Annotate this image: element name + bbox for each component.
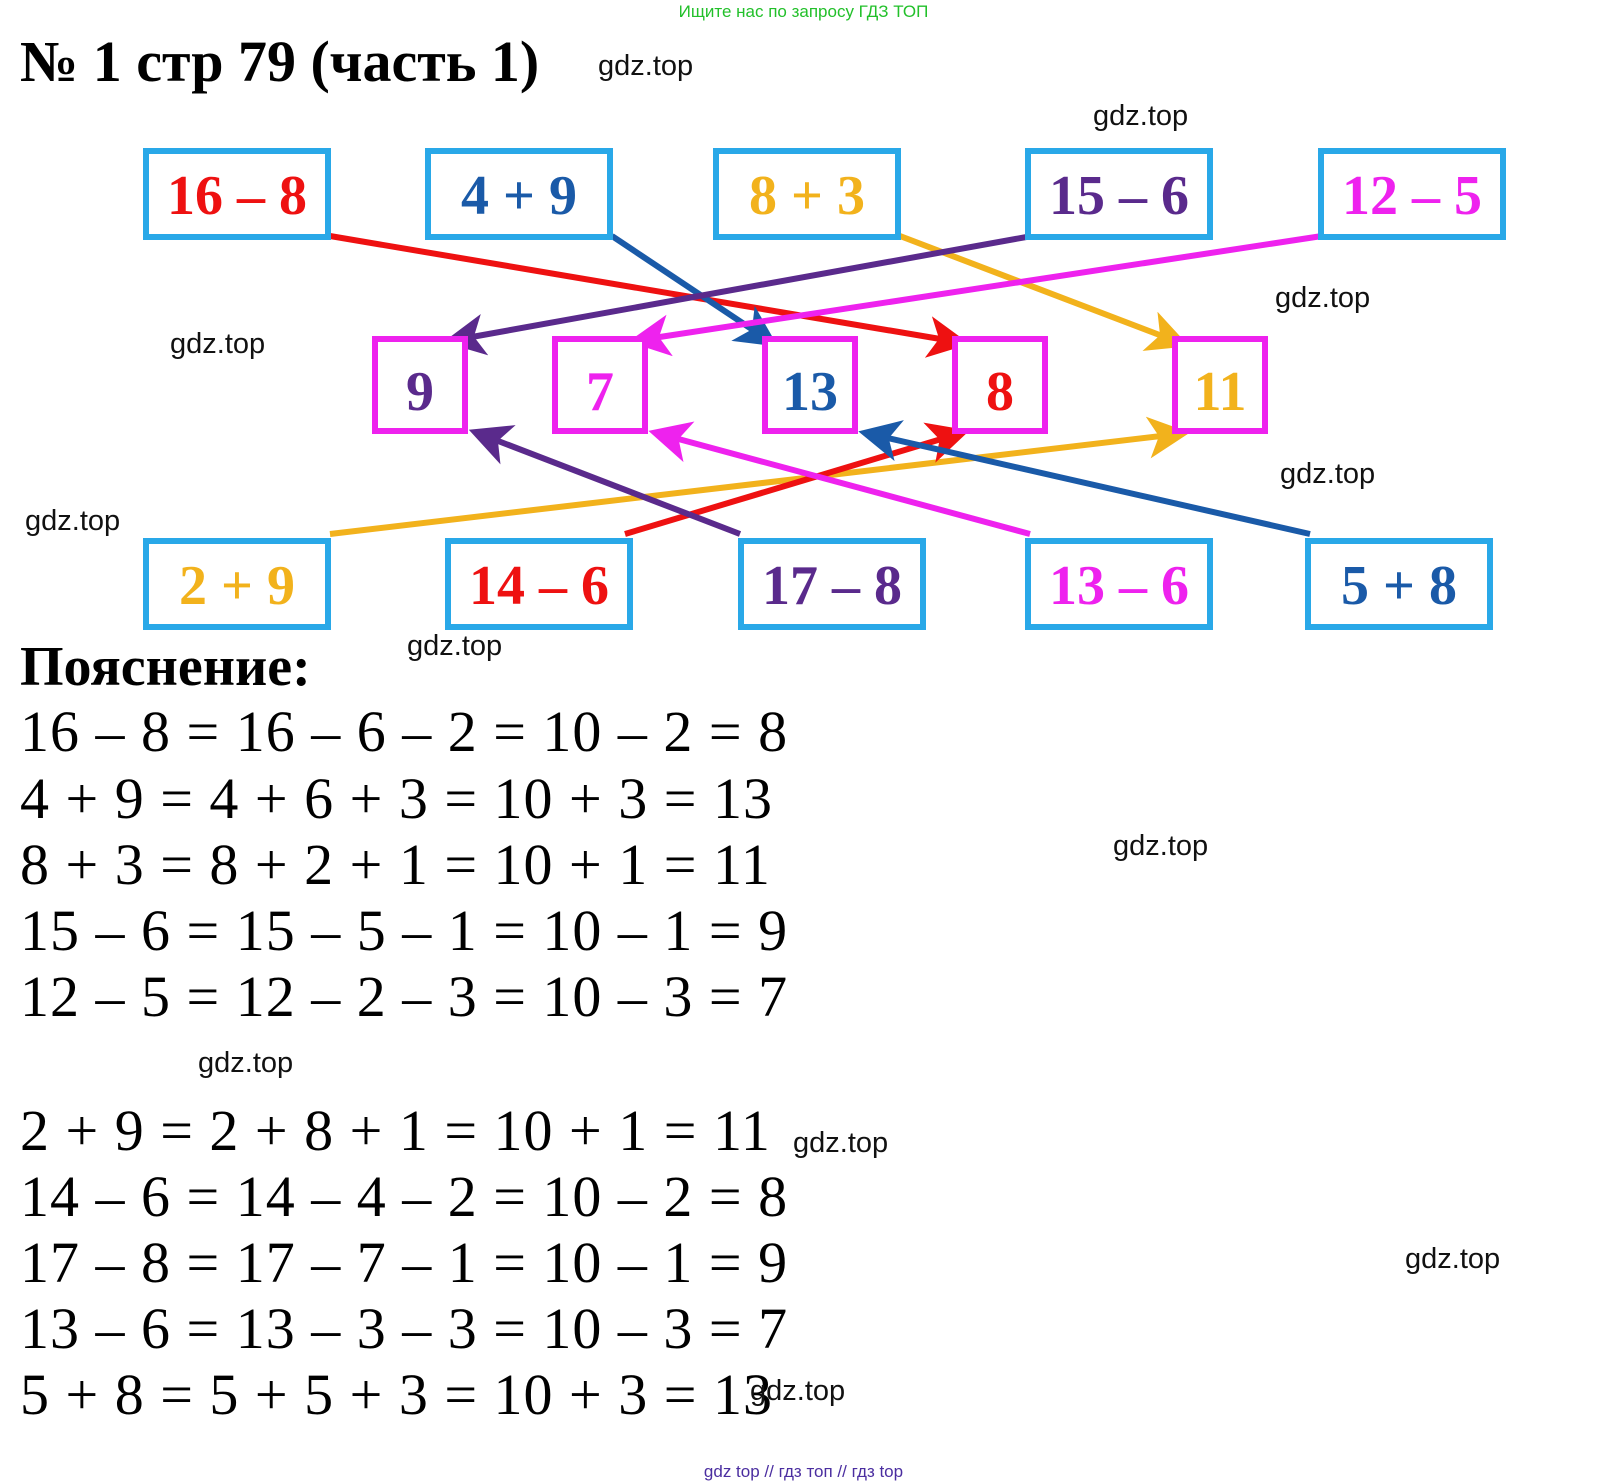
answer-box: 9 — [372, 336, 468, 434]
watermark: gdz.top — [170, 328, 266, 360]
arrow-2-9-to-11 — [329, 416, 1190, 537]
watermark: gdz.top — [793, 1127, 889, 1159]
equation-line: 14 – 6 = 14 – 4 – 2 = 10 – 2 = 8 — [20, 1164, 789, 1229]
watermark: gdz.top — [1113, 830, 1209, 862]
watermark: gdz.top — [198, 1047, 294, 1079]
arrow-13-6-to-7 — [648, 421, 1031, 537]
watermark: gdz.top — [1275, 282, 1371, 314]
watermark: gdz.top — [407, 630, 503, 662]
answer-box: 13 — [762, 336, 858, 434]
bottom-expression-box: 13 – 6 — [1025, 538, 1213, 630]
arrow-5-8-to-13 — [858, 420, 1311, 537]
equation-line: 4 + 9 = 4 + 6 + 3 = 10 + 3 = 13 — [20, 766, 773, 831]
equation-line: 17 – 8 = 17 – 7 – 1 = 10 – 1 = 9 — [20, 1230, 789, 1295]
answer-box: 11 — [1172, 336, 1268, 434]
explanation-title: Пояснение: — [20, 636, 311, 698]
top-expression-box: 4 + 9 — [425, 148, 613, 240]
arrow-12-5-to-7 — [628, 233, 1323, 357]
watermark: gdz.top — [598, 50, 694, 82]
arrow-15-6-to-9 — [443, 233, 1033, 356]
bottom-expression-box: 5 + 8 — [1305, 538, 1493, 630]
top-expression-box: 8 + 3 — [713, 148, 901, 240]
watermark: gdz.top — [25, 505, 121, 537]
top-expression-box: 16 – 8 — [143, 148, 331, 240]
equation-line: 5 + 8 = 5 + 5 + 3 = 10 + 3 = 13 — [20, 1362, 773, 1427]
equation-line: 12 – 5 = 12 – 2 – 3 = 10 – 3 = 7 — [20, 964, 789, 1029]
answer-box: 7 — [552, 336, 648, 434]
arrow-16-8-to-8 — [329, 233, 970, 358]
answer-box: 8 — [952, 336, 1048, 434]
equation-line: 13 – 6 = 13 – 3 – 3 = 10 – 3 = 7 — [20, 1296, 789, 1361]
bottom-expression-box: 2 + 9 — [143, 538, 331, 630]
bottom-expression-box: 17 – 8 — [738, 538, 926, 630]
equation-line: 2 + 9 = 2 + 8 + 1 = 10 + 1 = 11 — [20, 1098, 771, 1163]
top-expression-box: 12 – 5 — [1318, 148, 1506, 240]
watermark: gdz.top — [1093, 100, 1189, 132]
watermark: gdz.top — [1405, 1243, 1501, 1275]
watermark: gdz.top — [750, 1375, 846, 1407]
arrow-17-8-to-9 — [468, 425, 742, 537]
bottom-expression-box: 14 – 6 — [445, 538, 633, 630]
equation-line: 16 – 8 = 16 – 6 – 2 = 10 – 2 = 8 — [20, 699, 789, 764]
arrow-14-6-to-8 — [624, 422, 970, 537]
top-expression-box: 15 – 6 — [1025, 148, 1213, 240]
equation-line: 8 + 3 = 8 + 2 + 1 = 10 + 1 = 11 — [20, 832, 771, 897]
page-title: № 1 стр 79 (часть 1) — [20, 29, 540, 94]
top-banner: Ищите нас по запросу ГДЗ ТОП — [678, 2, 929, 21]
watermark: gdz.top — [1280, 458, 1376, 490]
equation-line: 15 – 6 = 15 – 5 – 1 = 10 – 1 = 9 — [20, 898, 789, 963]
footer-text: gdz top // гдз топ // гдз top — [703, 1462, 904, 1481]
